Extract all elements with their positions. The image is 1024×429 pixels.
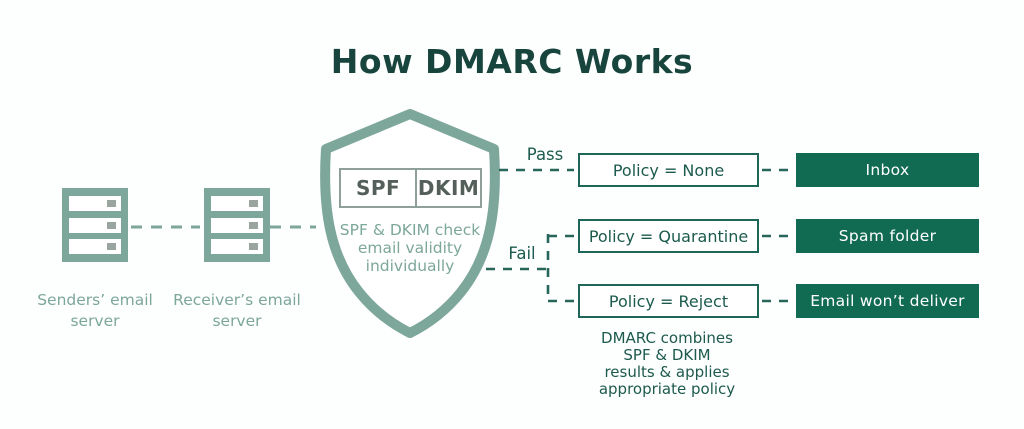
server-slot: [69, 239, 121, 254]
result-spam-box: Spam folder: [796, 219, 979, 253]
result-inbox-box: Inbox: [796, 153, 979, 187]
spf-dkim-box: SPF DKIM: [339, 168, 482, 208]
server-led: [249, 221, 258, 229]
receiver-server-label: Receiver’s email server: [173, 291, 301, 330]
dmarc-note: DMARC combines SPF & DKIM results & appl…: [598, 329, 736, 398]
server-slot: [211, 217, 263, 233]
pass-label: Pass: [526, 145, 564, 164]
server-led: [107, 243, 116, 250]
sender-server-label: Senders’ email server: [37, 291, 153, 330]
page-title: How DMARC Works: [330, 42, 694, 81]
policy-quarantine-box: Policy = Quarantine: [578, 219, 759, 253]
sender-server-icon: [62, 188, 128, 262]
server-slot: [69, 217, 121, 233]
server-led: [107, 221, 116, 229]
server-slot: [69, 196, 121, 211]
server-led: [107, 200, 116, 207]
result-nodeliver-box: Email won’t deliver: [796, 284, 979, 318]
server-led: [249, 243, 258, 250]
server-slot: [211, 239, 263, 254]
server-led: [249, 200, 258, 207]
policy-reject-box: Policy = Reject: [578, 284, 759, 318]
receiver-server-icon: [204, 188, 270, 262]
policy-none-box: Policy = None: [578, 153, 759, 187]
dkim-label: DKIM: [417, 176, 480, 200]
server-slot: [211, 196, 263, 211]
spf-label: SPF: [341, 170, 418, 206]
shield-caption: SPF & DKIM check email validity individu…: [339, 221, 481, 275]
fail-label: Fail: [508, 244, 536, 263]
